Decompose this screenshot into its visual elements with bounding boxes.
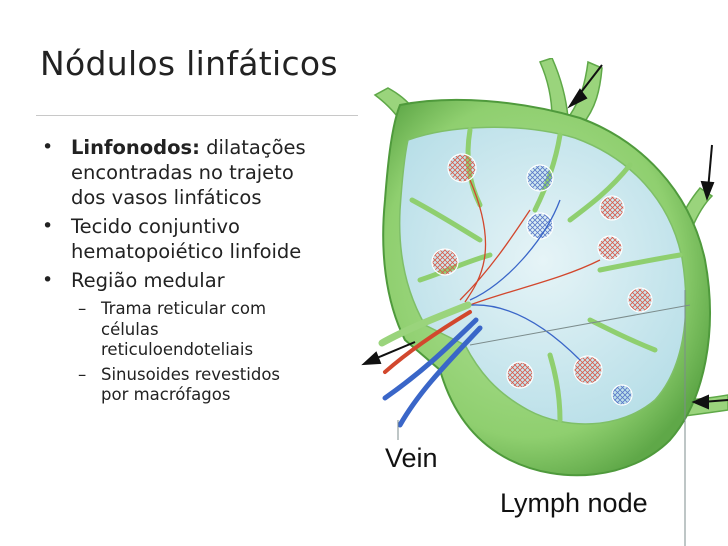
internal-vessels: [459, 179, 601, 361]
lymphoid-follicles: [431, 153, 653, 406]
bullet-dot: •: [42, 215, 54, 237]
bullet-linfonodos: • Linfonodos: dilatações encontradas no …: [38, 135, 368, 210]
subbullet-trama: – Trama reticular com células reticuloen…: [38, 299, 368, 361]
flow-arrows: [361, 64, 728, 410]
subbullet-text: Trama reticular com: [101, 299, 267, 318]
bullet-text: encontradas no trajeto: [71, 161, 294, 184]
bullet-list: • Linfonodos: dilatações encontradas no …: [38, 135, 368, 410]
hilum-vessels: [378, 301, 483, 428]
title-divider: [36, 115, 358, 116]
subbullet-text: células: [101, 319, 159, 339]
subbullet-dash: –: [78, 299, 87, 318]
subbullet-text: reticuloendoteliais: [101, 340, 254, 359]
bullet-term: Linfonodos:: [71, 136, 200, 159]
bullet-regiao: • Região medular: [38, 268, 368, 293]
bullet-text: dos vasos linfáticos: [71, 186, 262, 209]
subbullet-sinusoides: – Sinusoides revestidos por macrófagos: [38, 365, 368, 406]
bullet-dot: •: [42, 136, 54, 158]
bullet-tecido: • Tecido conjuntivo hematopoiético linfo…: [38, 214, 368, 264]
label-lymph-node: Lymph node: [500, 488, 648, 518]
label-vein: Vein: [385, 443, 438, 473]
bullet-dot: •: [42, 269, 54, 291]
subbullet-dash: –: [78, 364, 87, 384]
lymph-node-illustration: [361, 58, 728, 546]
bullet-text: hematopoiético linfoide: [71, 240, 302, 263]
bullet-text: Região medular: [71, 269, 225, 292]
bullet-text: dilatações: [199, 136, 306, 159]
subbullet-text: Sinusoides revestidos: [101, 364, 281, 384]
subbullet-text: por macrófagos: [101, 385, 231, 404]
bullet-text: Tecido conjuntivo: [71, 215, 240, 238]
section-lines: [397, 290, 691, 546]
slide-title: Nódulos linfáticos: [40, 44, 338, 83]
